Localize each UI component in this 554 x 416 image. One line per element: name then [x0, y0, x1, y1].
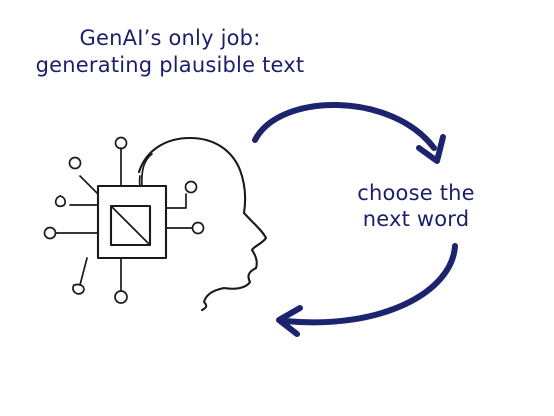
- circuit-chip-icon: [43, 136, 205, 304]
- title-line-1: GenAI’s only job:: [79, 26, 261, 50]
- cycle-arrows-icon: [252, 102, 458, 337]
- title-line-2: generating plausible text: [35, 53, 305, 77]
- loop-label-line-2: next word: [362, 207, 470, 231]
- loop-label-line-1: choose the: [357, 181, 475, 205]
